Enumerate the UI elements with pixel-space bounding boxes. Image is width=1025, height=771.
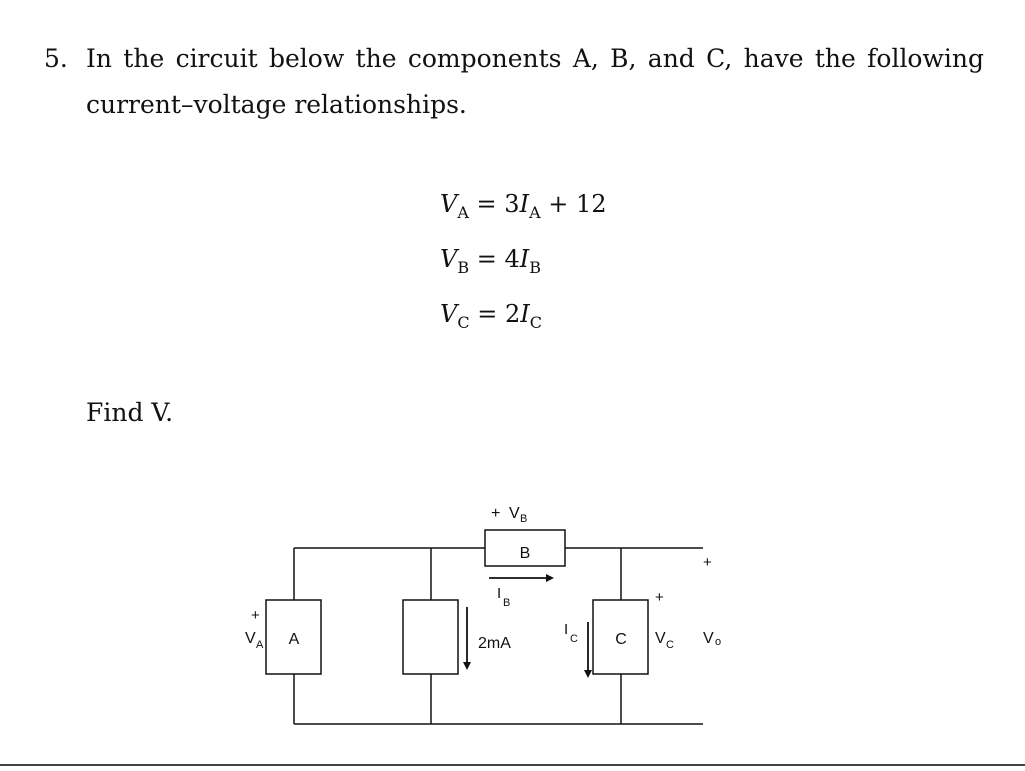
eq-equals: =	[476, 245, 497, 273]
eq-lhs-sub: C	[457, 313, 470, 332]
component-c-box	[592, 599, 649, 675]
eq-rhs-sub: A	[529, 203, 541, 222]
vb-label: V	[509, 505, 520, 522]
eq-lhs-sub: A	[457, 203, 469, 222]
vb-plus-sign: +	[491, 505, 500, 522]
eq-coef: 2	[504, 300, 521, 328]
vc-subscript: C	[666, 639, 674, 651]
eq-rhs-tail: + 12	[540, 190, 607, 218]
eq-rhs-var: I	[519, 245, 530, 273]
eq-lhs-var: V	[440, 300, 458, 328]
problem-number: 5.	[44, 44, 68, 73]
component-b-label: B	[520, 545, 531, 562]
question-text: Find V.	[86, 398, 174, 427]
vo-subscript: o	[715, 636, 721, 648]
vo-label: V	[703, 630, 714, 647]
problem-statement: 5. In the circuit below the components A…	[44, 36, 984, 128]
component-a-box	[265, 599, 322, 675]
eq-rhs-var: I	[519, 190, 530, 218]
eq-lhs-sub: B	[457, 258, 470, 277]
vc-plus-sign: +	[655, 589, 664, 606]
vo-plus-sign: +	[703, 554, 712, 571]
ic-subscript: C	[570, 633, 578, 645]
va-plus-sign: +	[251, 607, 260, 624]
circuit-wires	[293, 547, 703, 725]
eq-equals: =	[476, 190, 497, 218]
eq-equals: =	[477, 300, 498, 328]
vb-subscript: B	[520, 513, 527, 525]
eq-coef: 3	[504, 190, 520, 218]
eq-coef: 4	[504, 245, 520, 273]
problem-text: In the circuit below the components A, B…	[86, 44, 984, 119]
component-b-box	[484, 529, 566, 567]
current-source-box	[402, 599, 459, 675]
ib-label: I	[497, 585, 501, 602]
vc-label: V	[655, 630, 666, 647]
equation-b: VB = 4IB	[440, 241, 607, 296]
eq-lhs-var: V	[440, 190, 458, 218]
ib-subscript: B	[503, 597, 510, 609]
component-c-label: C	[615, 631, 627, 648]
component-a-label: A	[289, 631, 300, 648]
equation-block: VA = 3IA + 12 VB = 4IB VC = 2IC	[440, 186, 607, 351]
eq-rhs-sub: B	[529, 258, 542, 277]
equation-a: VA = 3IA + 12	[440, 186, 607, 241]
eq-lhs-var: V	[440, 245, 458, 273]
va-subscript: A	[256, 639, 264, 651]
source-value-label: 2mA	[478, 635, 511, 652]
eq-rhs-var: I	[520, 300, 530, 328]
equation-c: VC = 2IC	[440, 296, 607, 351]
va-label: V	[245, 630, 256, 647]
eq-rhs-sub: C	[529, 313, 542, 332]
ic-label: I	[564, 621, 568, 638]
page-bottom-divider	[0, 764, 1025, 766]
